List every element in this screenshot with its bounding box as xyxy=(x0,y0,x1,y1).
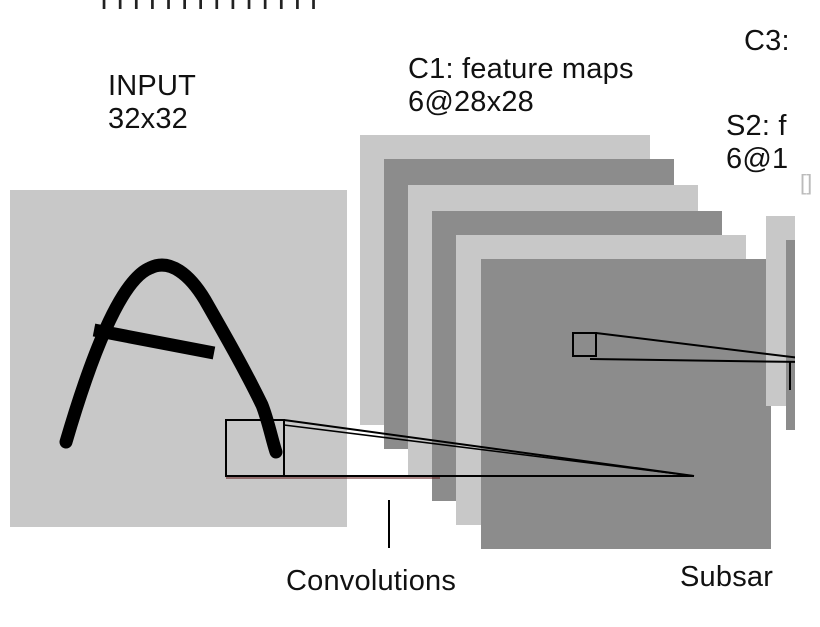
c1-label-line2: 6@28x28 xyxy=(408,86,534,118)
subsampling-label: Subsar xyxy=(680,561,774,593)
c1-projection-bottom xyxy=(589,358,795,363)
c1-map-6 xyxy=(481,259,771,549)
c3-label: C3: xyxy=(744,25,790,57)
convolutions-label: Convolutions xyxy=(286,565,457,597)
letter-a-crossbar xyxy=(92,323,216,360)
c1-label-line1: C1: feature maps xyxy=(408,53,634,85)
input-label-line1: INPUT xyxy=(108,70,196,102)
top-cut-text: I I I I I I I I I I I I I I xyxy=(100,0,318,16)
projection-line-mid xyxy=(283,424,695,477)
s2-label-line1: S2: f xyxy=(726,110,787,142)
input-label-line2: 32x32 xyxy=(108,103,189,135)
s2-map-2 xyxy=(786,240,795,430)
input-image xyxy=(10,190,347,527)
s2-label-line2: 6@1 xyxy=(726,143,789,175)
edge-glyph: [] xyxy=(800,170,813,195)
projection-line-top xyxy=(283,419,695,477)
diagram-canvas: INPUT 32x32 C1: feature maps 6@28x28 C3:… xyxy=(10,25,795,597)
c1-receptive-field xyxy=(572,332,597,357)
c1-projection-top xyxy=(595,332,795,359)
lenet-diagram xyxy=(10,135,795,549)
